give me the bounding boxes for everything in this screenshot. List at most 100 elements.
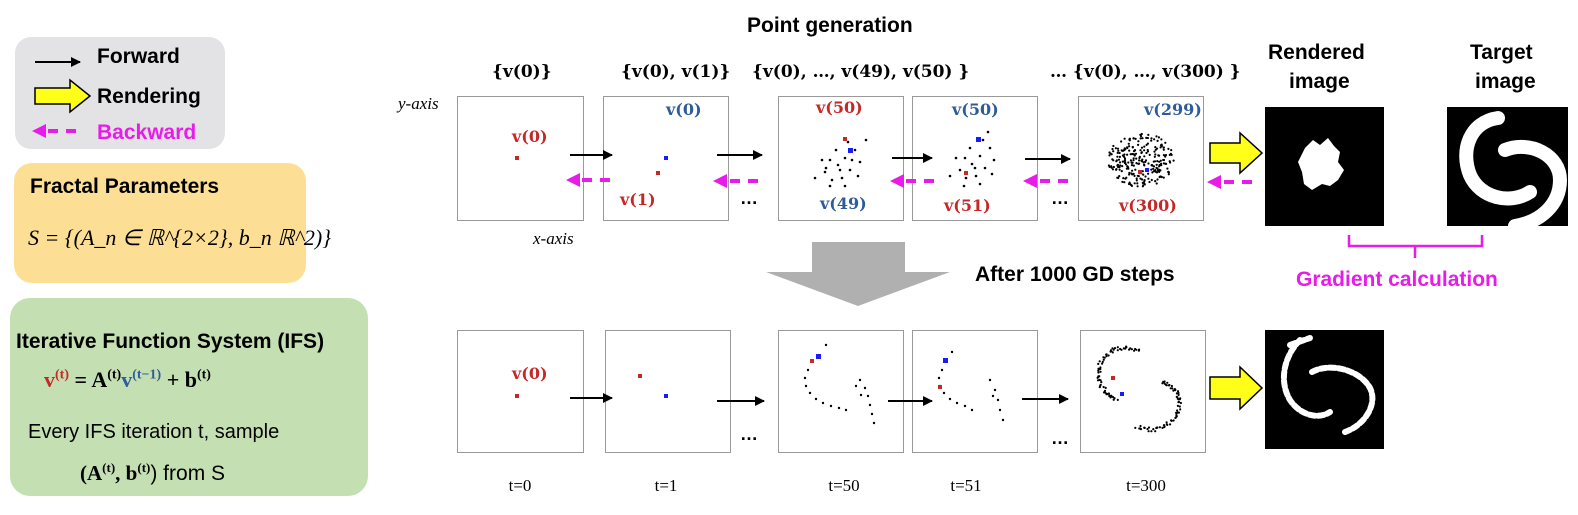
cloud-point: [1133, 182, 1136, 185]
target-image-title-2: image: [1475, 70, 1536, 93]
cloud-point: [1152, 170, 1155, 173]
curve-point: [1109, 396, 1112, 399]
label-p50-bottom: v(49): [820, 194, 867, 213]
curve-point: [1097, 371, 1100, 374]
cloud-point: [1162, 146, 1165, 149]
set-label-1: {v(0), v(1)}: [621, 62, 731, 82]
point-red: [810, 359, 814, 363]
cloud-point: [1120, 170, 1123, 173]
ellipsis-bottom-1: …: [740, 424, 758, 444]
curve-point: [1173, 388, 1176, 391]
cloud-point: [1110, 165, 1113, 168]
eq-b-sup: (t): [196, 367, 211, 383]
cloud-point: [1135, 179, 1138, 182]
curve-point: [1171, 387, 1174, 390]
cloud-point: [1139, 177, 1142, 180]
cloud-point: [1144, 159, 1148, 162]
cloud-point: [1131, 169, 1134, 172]
cloud-point: [1153, 150, 1156, 153]
gd-steps-arrow-icon: [766, 242, 950, 306]
cloud-point: [1140, 146, 1144, 149]
cloud-point: [1164, 141, 1167, 144]
set-label-50: {v(0), …, v(49), v(50) }: [752, 62, 970, 82]
curve-point: [1172, 419, 1175, 422]
curve-point: [1097, 362, 1100, 365]
cloud-point: [1145, 151, 1148, 155]
cloud-point: [1138, 159, 1141, 162]
set-label-300: … {v(0), …, v(300) }: [1050, 62, 1241, 82]
cloud-point: [1153, 138, 1156, 141]
curve-point: [1172, 389, 1175, 392]
cloud-point: [1166, 167, 1169, 170]
panel-top-t0: [457, 96, 584, 221]
curve-point: [1113, 347, 1117, 350]
after-gd-steps-title: After 1000 GD steps: [975, 263, 1175, 286]
time-label-t50: t=50: [828, 476, 860, 495]
curve-point: [1178, 398, 1181, 401]
eq-A: = A: [69, 367, 108, 392]
cloud-point: [1117, 149, 1120, 152]
cloud-point: [1153, 155, 1156, 158]
cloud-point: [1172, 159, 1175, 162]
curve-point: [1103, 356, 1106, 359]
eq-b: + b: [161, 367, 197, 392]
curve-point: [1170, 419, 1173, 422]
curve-point: [1098, 378, 1101, 381]
desc-from-S: ) from S: [150, 462, 226, 485]
cloud-point: [1111, 168, 1115, 171]
cloud-point: [1143, 179, 1146, 182]
ifs-description-line2: (A(t), b(t)) from S: [80, 460, 225, 486]
cloud-point: [1120, 149, 1123, 152]
cloud-point: [1148, 180, 1151, 184]
cloud-point: [1143, 149, 1146, 152]
cloud-point: [1147, 172, 1150, 175]
cloud-point: [1141, 181, 1144, 184]
curve-point: [1101, 360, 1104, 363]
ifs-equation: v(t) = A(t)v(t−1) + b(t): [44, 367, 211, 393]
curve-point: [1150, 430, 1153, 433]
point-red: [515, 156, 519, 160]
cloud-point: [1107, 164, 1110, 167]
cloud-point: [1137, 162, 1140, 165]
cloud-point: [1116, 151, 1119, 154]
cloud-point: [1158, 163, 1161, 167]
cloud-point: [1170, 149, 1173, 152]
cloud-point: [1154, 180, 1157, 183]
curve-point: [1176, 404, 1179, 407]
cloud-point: [1111, 147, 1114, 151]
cloud-point: [1139, 149, 1142, 152]
curve-point: [1166, 381, 1169, 384]
cloud-point: [1156, 160, 1159, 163]
cloud-point: [1112, 150, 1115, 153]
cloud-point: [1108, 151, 1111, 154]
cloud-point: [1154, 148, 1157, 151]
curve-point: [1165, 423, 1168, 426]
curve-point: [1097, 367, 1100, 370]
point-red: [964, 171, 968, 175]
target-spiral-shape: [1459, 111, 1568, 233]
curve-point: [1098, 386, 1101, 389]
cloud-point: [1157, 136, 1160, 139]
curve-point: [1110, 394, 1113, 397]
curve-point: [1170, 384, 1173, 388]
curve-point: [1147, 426, 1151, 429]
cloud-point: [1137, 140, 1140, 143]
point-curve-t50: [803, 343, 876, 425]
curve-point: [1107, 354, 1110, 357]
ellipsis-top-1: …: [740, 188, 758, 208]
curve-point: [1120, 348, 1123, 351]
cloud-point: [1114, 147, 1117, 150]
cloud-point: [1118, 151, 1121, 155]
gradient-brace-icon: [1347, 235, 1484, 258]
label-p300-top: v(299): [1144, 100, 1202, 119]
cloud-point: [1112, 165, 1115, 169]
curve-point: [1112, 396, 1115, 399]
curve-point: [1147, 430, 1150, 433]
curve-point: [1116, 398, 1119, 401]
cloud-point: [1127, 182, 1131, 186]
cloud-point: [1111, 158, 1114, 161]
cloud-point: [1123, 147, 1126, 150]
point-cloud-t51: [948, 130, 996, 188]
cloud-point: [1155, 182, 1158, 185]
desc-A: (A: [80, 461, 103, 485]
